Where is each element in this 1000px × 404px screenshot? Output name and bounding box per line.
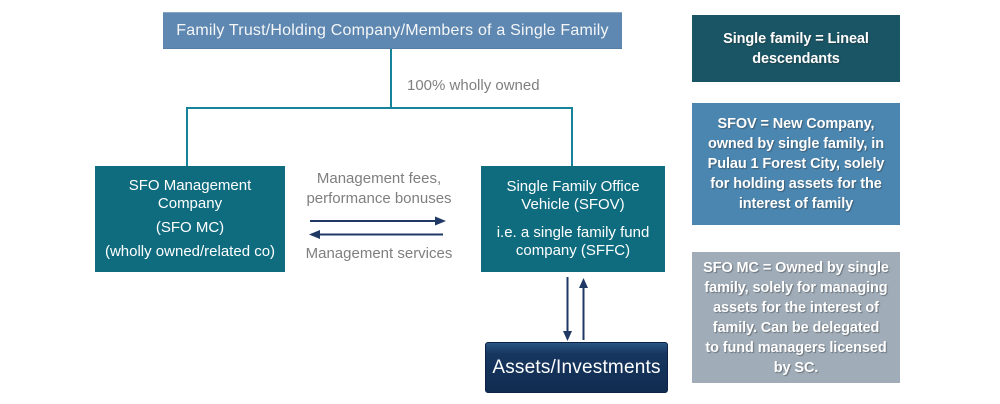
sfov-box: Single Family Office Vehicle (SFOV) i.e.… bbox=[481, 166, 665, 272]
services-arrow bbox=[309, 230, 443, 239]
sfo-mc-abbr: (SFO MC) bbox=[155, 219, 225, 236]
sfo-mc-ownership-note: (wholly owned/related co) bbox=[104, 243, 276, 260]
sfo-management-company-box: SFO Management Company (SFO MC) (wholly … bbox=[95, 166, 285, 272]
family-trust-box: Family Trust/Holding Company/Members of … bbox=[163, 12, 622, 49]
note-single-family-definition: Single family = Lineal descendants bbox=[692, 15, 900, 82]
family-trust-label: Family Trust/Holding Company/Members of … bbox=[176, 21, 609, 39]
management-services-label: Management services bbox=[305, 245, 453, 262]
note-sfov-definition: SFOV = New Company, owned by single fami… bbox=[692, 103, 900, 225]
ownership-connector bbox=[186, 49, 573, 166]
note-sfo-mc-definition: SFO MC = Owned by single family, solely … bbox=[692, 252, 900, 383]
fees-arrow bbox=[310, 216, 446, 226]
assets-to-sfov-arrow bbox=[579, 278, 588, 340]
assets-investments-box: Assets/Investments bbox=[485, 342, 668, 393]
sfo-mc-name: SFO Management Company bbox=[128, 177, 252, 212]
assets-investments-label: Assets/Investments bbox=[492, 356, 661, 378]
management-fees-label: Management fees, performance bonuses bbox=[306, 170, 452, 208]
sfov-to-assets-arrow bbox=[563, 277, 572, 341]
ownership-percentage-label: 100% wholly owned bbox=[407, 77, 540, 94]
sfov-name: Single Family Office Vehicle (SFOV) bbox=[506, 178, 640, 213]
sfov-alt-name: i.e. a single family fund company (SFFC) bbox=[496, 224, 650, 259]
